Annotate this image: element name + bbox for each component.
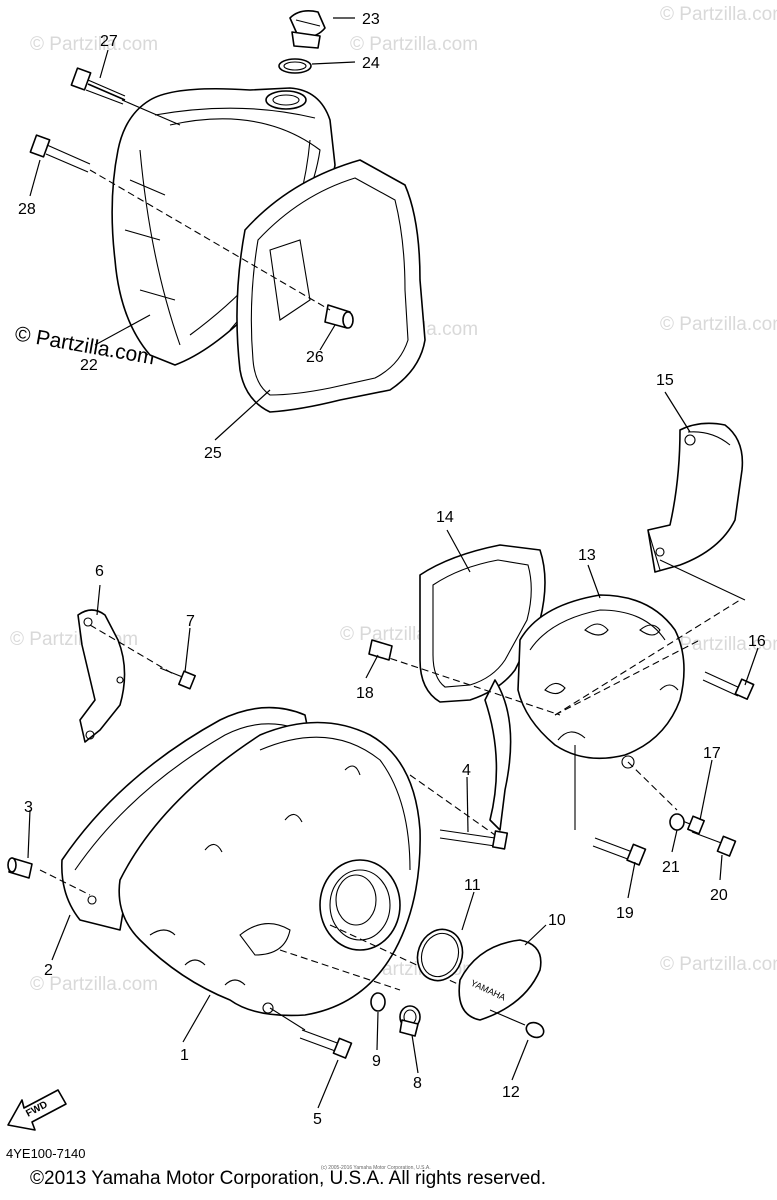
o-ring-11 (416, 928, 464, 982)
callout-6: 6 (95, 563, 104, 580)
callout-16: 16 (748, 633, 766, 650)
bolt-17 (674, 815, 705, 835)
dowel-3 (7, 857, 33, 879)
gasket-25 (236, 159, 426, 413)
callout-24: 24 (362, 55, 380, 72)
copyright-notice: ©2013 Yamaha Motor Corporation, U.S.A. A… (30, 1168, 546, 1189)
callout-21: 21 (662, 859, 680, 876)
callout-18: 18 (356, 685, 374, 702)
bolt-27 (70, 67, 126, 105)
bolt-7 (159, 667, 196, 690)
screw-12 (489, 1009, 545, 1039)
callout-numbers: 1 2 3 4 5 6 7 8 9 10 11 12 13 14 15 16 1… (18, 11, 766, 1128)
watermark: © Partzilla.com (660, 314, 777, 335)
callout-10: 10 (548, 912, 566, 929)
diagram-code: 4YE100-7140 (6, 1146, 86, 1161)
cover-13 (484, 594, 685, 831)
bolt-20 (691, 831, 737, 857)
stud-bolt-4 (439, 829, 509, 850)
callout-2: 2 (44, 962, 53, 979)
watermark: © Partzilla.com (30, 34, 158, 55)
callout-20: 20 (710, 887, 728, 904)
callout-28: 28 (18, 201, 36, 218)
callout-25: 25 (204, 445, 222, 462)
watermark: © Partzilla.com (30, 974, 158, 995)
leader-lines (27, 17, 759, 1109)
callout-14: 14 (436, 509, 454, 526)
bracket-15 (647, 422, 744, 573)
filler-cap-23 (289, 10, 326, 49)
callout-26: 26 (306, 349, 324, 366)
bolt-28 (29, 134, 91, 173)
callout-8: 8 (413, 1075, 422, 1092)
fwd-arrow-icon: FWD (7, 1089, 67, 1131)
callout-22: 22 (80, 357, 98, 374)
bolt-5 (299, 1029, 353, 1059)
callout-9: 9 (372, 1053, 381, 1070)
callout-5: 5 (313, 1111, 322, 1128)
emblem-cover-10: YAMAHA (458, 939, 542, 1021)
watermark: © Partzilla.com (350, 34, 478, 55)
callout-4: 4 (462, 762, 471, 779)
bolt-19 (592, 837, 647, 866)
callout-13: 13 (578, 547, 596, 564)
washer-9 (370, 992, 386, 1012)
callout-7: 7 (186, 613, 195, 630)
dowel-pin-26 (324, 304, 354, 329)
callout-17: 17 (703, 745, 721, 762)
watermark: © Partzilla.com (660, 954, 777, 975)
callout-27: 27 (100, 33, 118, 50)
bracket-6 (77, 609, 126, 743)
callout-1: 1 (180, 1047, 189, 1064)
bolt-16 (702, 671, 755, 700)
small-copyright: (c) 2005-2016 Yamaha Motor Corporation, … (321, 1165, 431, 1171)
callout-12: 12 (502, 1084, 520, 1101)
callout-15: 15 (656, 372, 674, 389)
washer-21 (669, 813, 685, 831)
watermark: © Partzilla.com (660, 4, 777, 25)
callout-19: 19 (616, 905, 634, 922)
dowel-18 (368, 639, 393, 661)
crankcase-cover-1 (118, 721, 421, 1017)
callout-3: 3 (24, 799, 33, 816)
callout-11: 11 (464, 877, 481, 894)
o-ring-24 (278, 58, 312, 74)
callout-23: 23 (362, 11, 380, 28)
watermark: © Partzilla.com (660, 634, 777, 655)
plug-8 (399, 1005, 421, 1037)
